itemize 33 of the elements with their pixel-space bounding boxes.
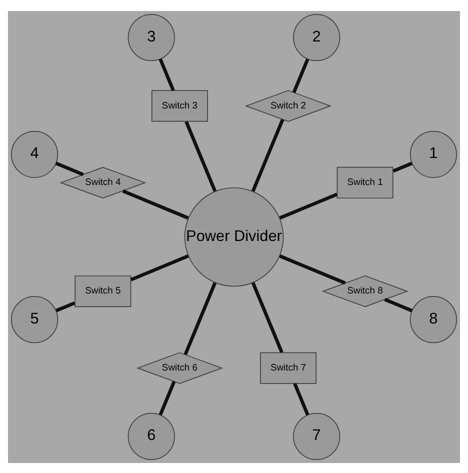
node-box: Switch 7 xyxy=(260,352,317,384)
node-circle: 8 xyxy=(410,296,457,343)
connector xyxy=(279,254,346,284)
node-box: Switch 3 xyxy=(151,90,208,122)
node-box: Switch 1 xyxy=(336,166,394,198)
connector xyxy=(392,161,412,172)
connector xyxy=(251,118,284,192)
node-circle: 2 xyxy=(293,14,340,61)
node-diamond: Switch 6 xyxy=(136,352,224,384)
connector xyxy=(55,161,84,176)
node-circle: 4 xyxy=(11,130,58,178)
node-circle: 3 xyxy=(128,14,175,61)
node-circle: 7 xyxy=(293,412,340,460)
connector xyxy=(292,58,310,93)
connector xyxy=(293,382,310,416)
node-diamond: Switch 2 xyxy=(244,90,332,122)
node-box: Switch 5 xyxy=(74,274,132,307)
node-circle: Power Divider xyxy=(184,186,284,286)
node-circle: 5 xyxy=(11,296,58,343)
connector xyxy=(56,300,76,312)
connector xyxy=(184,120,217,192)
node-diamond: Switch 8 xyxy=(322,274,408,307)
connector xyxy=(384,297,413,312)
node-circle: 1 xyxy=(410,130,457,178)
node-diamond: Switch 4 xyxy=(60,166,146,198)
connector xyxy=(279,192,338,220)
connector xyxy=(184,282,217,355)
connector xyxy=(122,188,189,220)
node-circle: 6 xyxy=(128,412,175,460)
connector xyxy=(158,380,176,416)
connector xyxy=(130,254,189,281)
connector xyxy=(158,58,175,91)
connector xyxy=(251,282,284,352)
